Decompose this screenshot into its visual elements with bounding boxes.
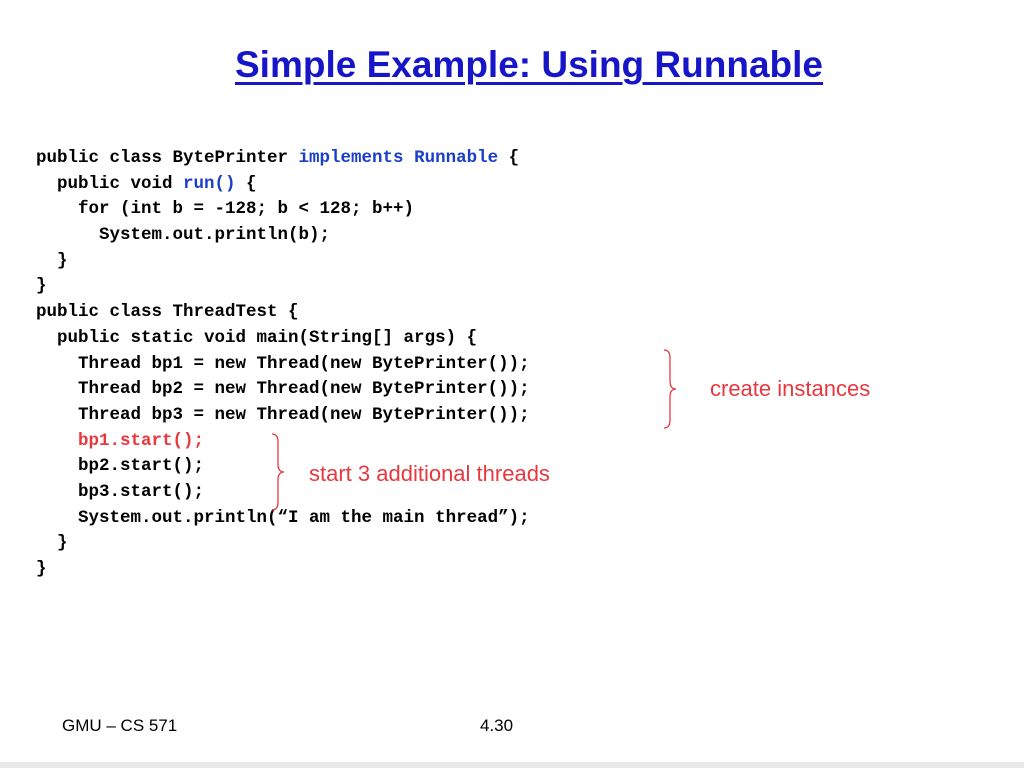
keyword-highlight: run() bbox=[183, 173, 236, 194]
code-block: public class BytePrinter implements Runn… bbox=[36, 146, 530, 583]
start-threads-brace-icon bbox=[271, 433, 285, 511]
code-line: } bbox=[36, 533, 68, 554]
start-threads-annotation: start 3 additional threads bbox=[309, 461, 550, 486]
code-line: bp2.start(); bbox=[36, 456, 205, 477]
create-instances-brace-icon bbox=[663, 349, 677, 429]
red-highlight: bp1.start(); bbox=[78, 430, 205, 451]
footer-course: GMU – CS 571 bbox=[62, 716, 178, 735]
code-line: } bbox=[36, 250, 68, 271]
code-line: for (int b = -128; b < 128; b++) bbox=[36, 199, 415, 220]
code-line: Thread bp3 = new Thread(new BytePrinter(… bbox=[36, 404, 530, 425]
create-instances-annotation: create instances bbox=[710, 376, 871, 401]
code-line: bp3.start(); bbox=[36, 481, 205, 502]
code-line: } bbox=[36, 559, 47, 579]
code-line: public class BytePrinter implements Runn… bbox=[36, 148, 520, 168]
code-line: System.out.println(b); bbox=[36, 225, 331, 246]
code-line: public static void main(String[] args) { bbox=[36, 327, 478, 348]
code-line: public void run() { bbox=[36, 173, 257, 194]
code-line: Thread bp2 = new Thread(new BytePrinter(… bbox=[36, 379, 530, 400]
code-line: Thread bp1 = new Thread(new BytePrinter(… bbox=[36, 353, 530, 374]
slide-title: Simple Example: Using Runnable bbox=[234, 44, 823, 85]
bottom-bar bbox=[0, 762, 1024, 768]
code-line: System.out.println(“I am the main thread… bbox=[36, 507, 530, 528]
keyword-highlight: implements Runnable bbox=[298, 148, 499, 168]
code-line: bp1.start(); bbox=[36, 429, 530, 455]
footer-page-number: 4.30 bbox=[480, 716, 514, 735]
code-line: } bbox=[36, 276, 47, 297]
code-line: public class ThreadTest { bbox=[36, 302, 299, 323]
